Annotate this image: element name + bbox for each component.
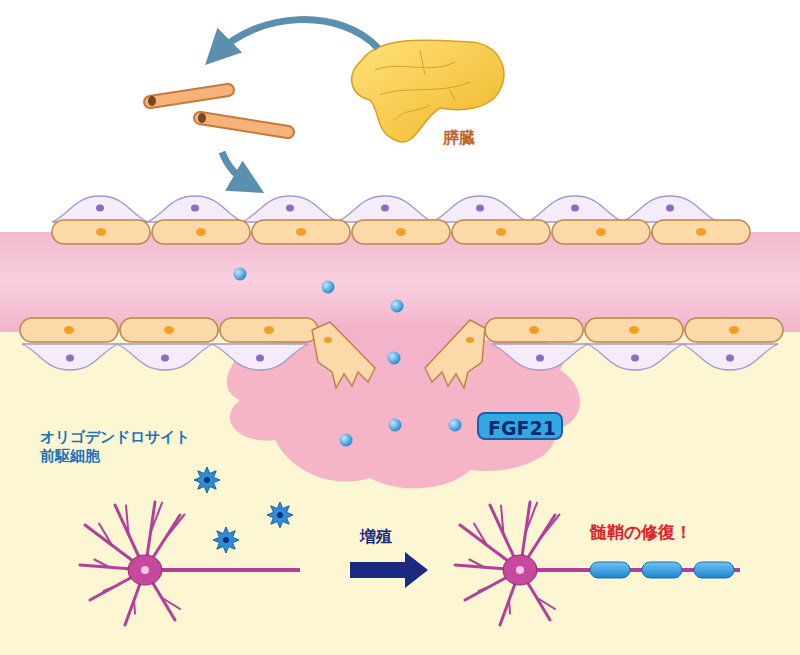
proliferation-arrow xyxy=(350,552,428,588)
blood-vessel xyxy=(0,232,800,332)
tissue-ground xyxy=(0,232,800,655)
pancreas xyxy=(352,40,504,142)
opc-cells xyxy=(194,467,293,553)
secretion-arrow xyxy=(215,20,378,55)
neurons xyxy=(80,502,740,625)
process-label: 増殖 xyxy=(360,527,392,547)
vessel-cells xyxy=(20,196,783,370)
node-label: FGF21 xyxy=(488,417,552,439)
organ-label: 膵臓 xyxy=(443,128,475,148)
molecule-tag: FGF21 xyxy=(477,412,563,440)
fgf21-molecules xyxy=(234,268,462,447)
cell-label: オリゴデンドロサイト 前駆細胞 xyxy=(40,428,210,466)
blood-tubes xyxy=(148,90,288,132)
flow-arrow xyxy=(222,152,252,186)
broken-cells xyxy=(312,320,485,388)
pancreas-texture xyxy=(375,50,470,120)
result-label: 髄鞘の修復！ xyxy=(590,522,692,543)
